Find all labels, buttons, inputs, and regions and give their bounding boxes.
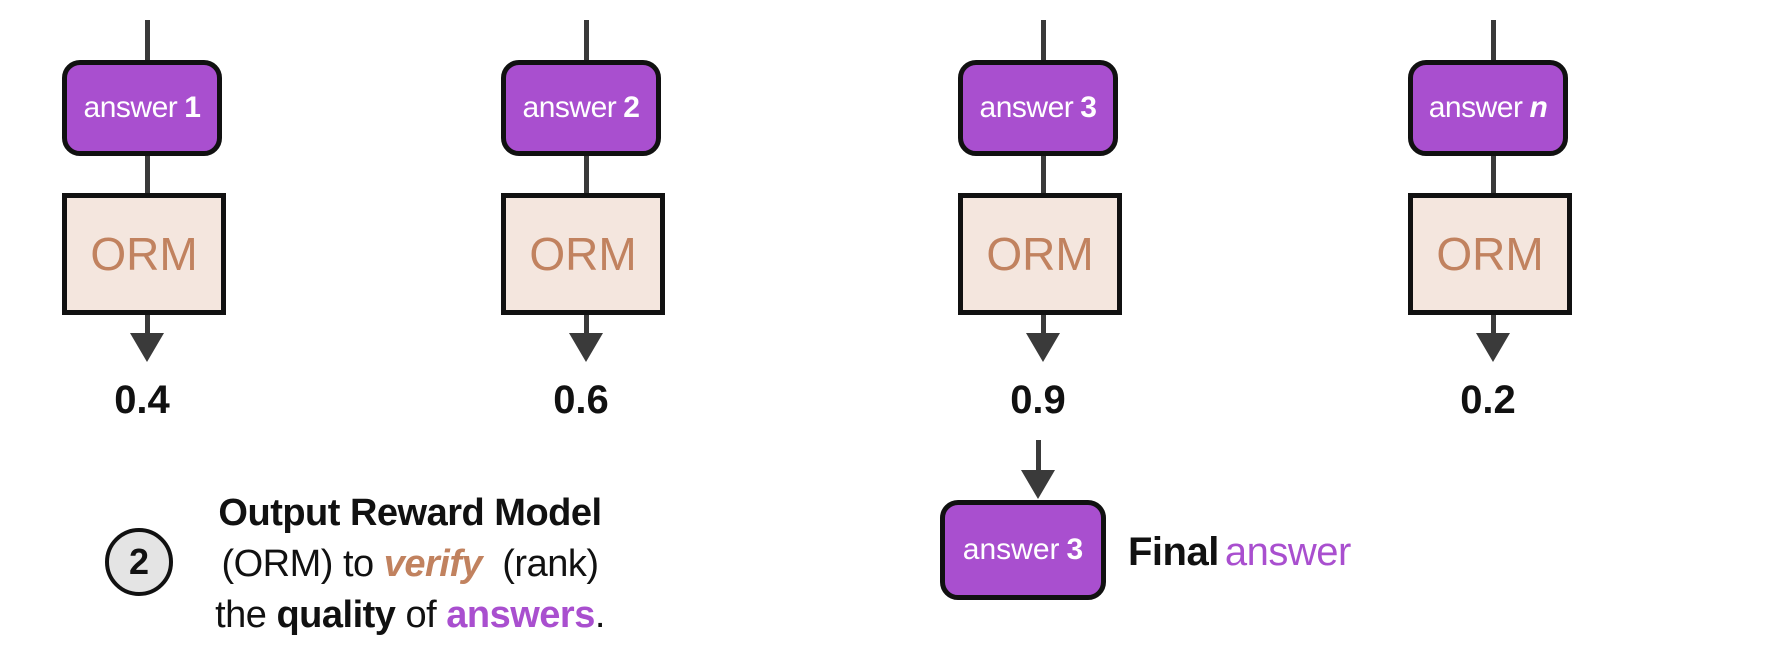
answer-label: answer (83, 91, 178, 124)
connector-line (1040, 315, 1046, 335)
answer-index: 3 (1080, 91, 1097, 124)
quality-word: quality (276, 594, 396, 636)
answer-index: n (1529, 91, 1548, 124)
connector-line (144, 156, 150, 193)
caption-line-2: (ORM) to verify (rank) (221, 543, 599, 585)
final-label-bold: Final (1128, 530, 1219, 574)
answer-index: 3 (1066, 533, 1084, 566)
orm-node: ORM (501, 193, 665, 315)
connector-line (1490, 156, 1496, 193)
orm-node: ORM (62, 193, 226, 315)
final-label-colored: answer (1224, 530, 1351, 574)
step-number-badge: 2 (105, 528, 173, 596)
arrow-down-icon (1476, 333, 1510, 362)
connector-line (1040, 20, 1046, 60)
orm-label: ORM (1436, 228, 1544, 280)
orm-label: ORM (529, 228, 637, 280)
answer-label: answer (522, 91, 617, 124)
connector-line (144, 315, 150, 335)
connector-line (1035, 440, 1041, 472)
step-number: 2 (128, 541, 150, 582)
connector-line (144, 20, 150, 60)
score-value: 0.9 (1010, 378, 1066, 422)
answer-index: 2 (623, 91, 640, 124)
answer-label: answer (979, 91, 1074, 124)
score-value: 0.4 (114, 378, 170, 422)
arrow-down-icon (1026, 333, 1060, 362)
caption-title: Output Reward Model (218, 492, 602, 534)
arrow-down-icon (569, 333, 603, 362)
arrow-down-icon (130, 333, 164, 362)
score-value: 0.6 (553, 378, 609, 422)
answer-label: answer (962, 533, 1060, 566)
orm-node: ORM (1408, 193, 1572, 315)
arrow-down-icon (1021, 470, 1055, 499)
connector-line (1490, 315, 1496, 335)
orm-node: ORM (958, 193, 1122, 315)
verify-word: verify (383, 543, 483, 585)
answer-index: 1 (184, 91, 201, 124)
orm-label: ORM (986, 228, 1094, 280)
selection-arrow (958, 440, 1118, 500)
caption-line-3: the quality of answers. (215, 594, 605, 636)
orm-label: ORM (90, 228, 198, 280)
connector-line (583, 20, 589, 60)
answers-word: answers (446, 594, 595, 636)
caption-text: Output Reward Model (ORM) to verify (ran… (175, 488, 645, 641)
connector-line (583, 315, 589, 335)
connector-line (1490, 20, 1496, 60)
connector-line (1040, 156, 1046, 193)
connector-line (583, 156, 589, 193)
score-value: 0.2 (1460, 378, 1516, 422)
answer-label: answer (1428, 91, 1523, 124)
